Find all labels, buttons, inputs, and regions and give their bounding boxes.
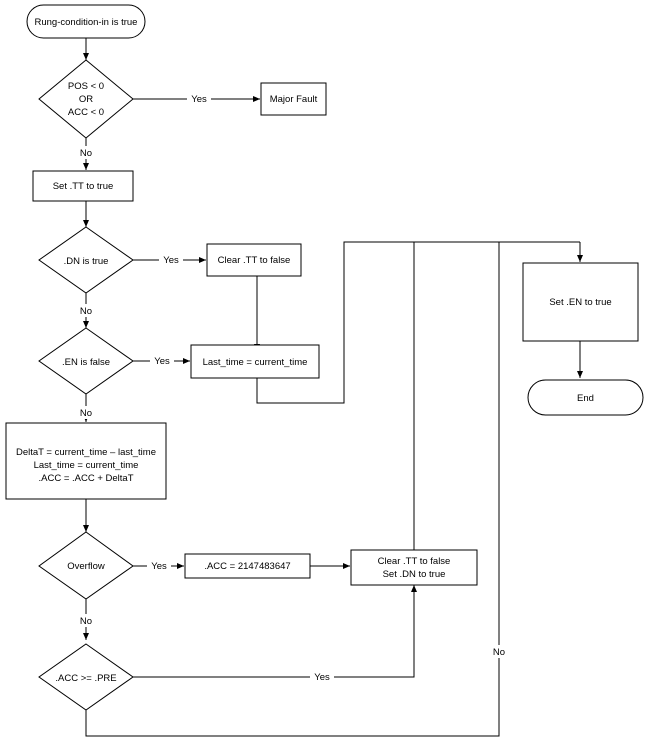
decision-en-label: .EN is false bbox=[62, 357, 110, 368]
start-node: Rung-condition-in is true bbox=[26, 4, 146, 39]
acc-max-label: .ACC = 2147483647 bbox=[204, 561, 290, 572]
set-en-label: Set .EN to true bbox=[549, 297, 611, 308]
decision-dn: .DN is true bbox=[38, 226, 134, 294]
compute-line-3: .ACC = .ACC + DeltaT bbox=[38, 473, 133, 484]
decision-pos-acc-line-3: ACC < 0 bbox=[68, 107, 104, 118]
label-no-overflow: No bbox=[80, 616, 92, 627]
decision-en: .EN is false bbox=[38, 327, 134, 395]
label-no-pos-acc: No bbox=[80, 148, 92, 159]
clear-tt-node: Clear .TT to false bbox=[206, 243, 302, 277]
decision-overflow-label: Overflow bbox=[67, 561, 105, 572]
label-no-acc-pre: No bbox=[493, 647, 505, 658]
compute-line-2: Last_time = current_time bbox=[34, 460, 139, 471]
decision-pos-acc: POS < 0 OR ACC < 0 bbox=[38, 59, 134, 139]
label-yes-dn: Yes bbox=[163, 255, 179, 266]
end-label: End bbox=[577, 393, 594, 404]
end-node: End bbox=[527, 379, 644, 416]
start-label: Rung-condition-in is true bbox=[35, 17, 138, 28]
compute-node: DeltaT = current_time – last_time Last_t… bbox=[5, 422, 167, 500]
label-no-en: No bbox=[80, 408, 92, 419]
acc-max-node: .ACC = 2147483647 bbox=[184, 553, 311, 579]
major-fault-node: Major Fault bbox=[260, 82, 327, 116]
decision-acc-pre: .ACC >= .PRE bbox=[38, 643, 134, 711]
decision-overflow: Overflow bbox=[38, 531, 134, 600]
label-yes-fault: Yes bbox=[191, 94, 207, 105]
decision-pos-acc-line-1: POS < 0 bbox=[68, 81, 104, 92]
label-yes-overflow: Yes bbox=[151, 561, 167, 572]
edge-labels: Yes No Yes No Yes No Yes No Yes No bbox=[74, 92, 511, 683]
line-last-time-to-top bbox=[256, 241, 580, 404]
last-time-node: Last_time = current_time bbox=[190, 344, 320, 379]
connectors bbox=[83, 38, 583, 737]
decision-pos-acc-line-2: OR bbox=[79, 94, 93, 105]
clear-tt-label: Clear .TT to false bbox=[218, 255, 291, 266]
label-no-dn: No bbox=[80, 306, 92, 317]
decision-dn-label: .DN is true bbox=[64, 256, 109, 267]
major-fault-label: Major Fault bbox=[270, 94, 318, 105]
arrow-acc-pre-to-clear-set bbox=[133, 585, 417, 678]
label-yes-acc-pre: Yes bbox=[314, 672, 330, 683]
set-tt-node: Set .TT to true bbox=[32, 170, 134, 202]
set-en-node: Set .EN to true bbox=[522, 262, 639, 342]
clear-set-line-1: Clear .TT to false bbox=[378, 556, 451, 567]
clear-set-line-2: Set .DN to true bbox=[383, 569, 446, 580]
set-tt-label: Set .TT to true bbox=[53, 181, 114, 192]
last-time-label: Last_time = current_time bbox=[203, 357, 308, 368]
compute-line-1: DeltaT = current_time – last_time bbox=[16, 447, 156, 458]
clear-set-node: Clear .TT to false Set .DN to true bbox=[350, 549, 478, 586]
label-yes-en: Yes bbox=[154, 356, 170, 367]
line-acc-pre-no-loop bbox=[85, 242, 500, 737]
decision-acc-pre-label: .ACC >= .PRE bbox=[55, 673, 116, 684]
